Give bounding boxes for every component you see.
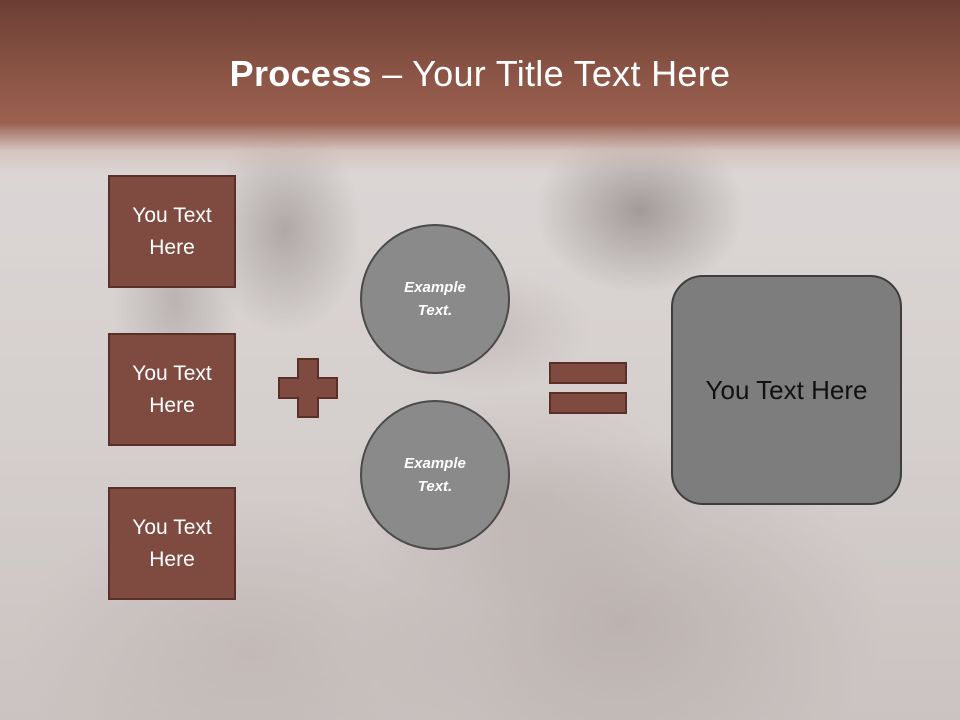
result-box-label: You Text Here (705, 375, 868, 405)
title-bold: Process (229, 53, 372, 94)
plus-icon (278, 358, 338, 418)
example-circle-2: Example Text. (360, 400, 510, 550)
text-box-2-label: You Text Here (132, 361, 212, 417)
example-circle-2-label: Example Text. (404, 455, 466, 495)
equals-icon (549, 362, 627, 414)
text-box-3-label: You Text Here (132, 515, 212, 571)
text-box-1-label: You Text Here (132, 203, 212, 259)
slide-title: Process – Your Title Text Here (0, 52, 960, 96)
title-bar (0, 0, 960, 175)
text-box-1: You Text Here (108, 175, 236, 288)
example-circle-1: Example Text. (360, 224, 510, 374)
text-box-3: You Text Here (108, 487, 236, 600)
title-rest: – Your Title Text Here (371, 53, 731, 94)
text-box-2: You Text Here (108, 333, 236, 446)
example-circle-1-label: Example Text. (404, 279, 466, 319)
result-box: You Text Here (671, 275, 902, 505)
